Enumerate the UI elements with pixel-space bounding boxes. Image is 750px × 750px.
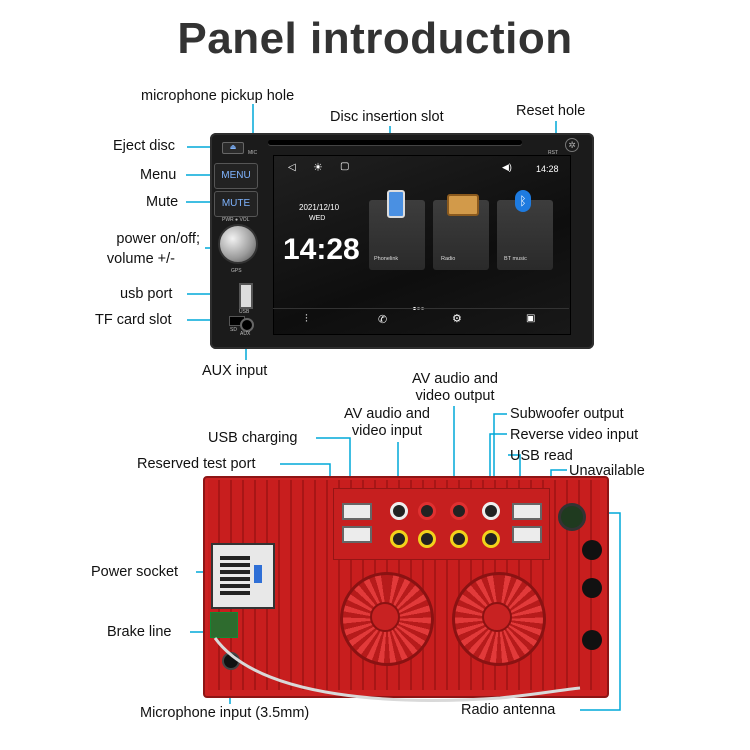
- eject-button[interactable]: ⏏: [222, 142, 244, 154]
- label-reserved-test-port: Reserved test port: [137, 456, 256, 472]
- connector-bay: [333, 488, 550, 560]
- brightness-icon[interactable]: ☀: [313, 162, 323, 174]
- label-reverse-video-input: Reverse video input: [510, 427, 639, 443]
- rear-knob-3: [582, 630, 602, 650]
- av-out-audio-jack[interactable]: [450, 502, 468, 520]
- label-power-socket: Power socket: [91, 564, 179, 580]
- label-eject-disc: Eject disc: [113, 138, 176, 154]
- rear-knob-1: [582, 540, 602, 560]
- gps-mark: GPS: [231, 268, 242, 274]
- label-aux-input: AUX input: [202, 363, 268, 379]
- av-in-video-jack-2[interactable]: [418, 530, 436, 548]
- fuse: [254, 565, 262, 583]
- home-icon[interactable]: ▢: [340, 161, 350, 172]
- pwr-vol-mark: PWR ● VOL: [222, 217, 250, 223]
- phone-dock-icon[interactable]: ✆: [378, 314, 388, 326]
- callout-subwoofer: [493, 413, 507, 500]
- label-power-line2: volume +/-: [106, 251, 175, 267]
- label-tf-card-slot: TF card slot: [95, 312, 172, 328]
- radio-antenna-socket[interactable]: [558, 503, 586, 531]
- aux-mark: AUX: [240, 331, 251, 337]
- usb-charging-socket[interactable]: [342, 503, 372, 520]
- status-time: 14:28: [536, 164, 559, 174]
- av-in-audio-left-jack[interactable]: [390, 502, 408, 520]
- reserved-test-socket[interactable]: [342, 526, 372, 543]
- rst-mark: RST: [548, 150, 558, 156]
- page-title: Panel introduction: [177, 14, 573, 63]
- rear-knob-2: [582, 578, 602, 598]
- label-disc-insertion-slot: Disc insertion slot: [330, 109, 444, 125]
- label-reset-hole: Reset hole: [516, 103, 586, 119]
- dock-divider: [273, 308, 569, 309]
- label-usb-read: USB read: [510, 448, 573, 464]
- app-label-phonelink: Phonelink: [374, 256, 399, 262]
- label-brake-line: Brake line: [107, 624, 172, 640]
- fan-hub-left: [370, 602, 400, 632]
- label-menu: Menu: [140, 167, 177, 183]
- brake-line-connector[interactable]: [210, 612, 238, 638]
- label-unavailable: Unavailable: [569, 463, 645, 479]
- date-text: 2021/12/10: [299, 203, 340, 212]
- bluetooth-icon: ᛒ: [515, 190, 531, 212]
- disc-slot[interactable]: [268, 140, 522, 145]
- label-microphone-pickup-hole: microphone pickup hole: [141, 88, 295, 104]
- label-usb-port: usb port: [120, 286, 173, 302]
- av-out-video-jack[interactable]: [450, 530, 468, 548]
- aux-jack[interactable]: [240, 318, 254, 332]
- label-av-in-line1: AV audio and: [344, 406, 430, 422]
- fan-hub-right: [482, 602, 512, 632]
- usb-read-socket[interactable]: [512, 503, 542, 520]
- label-microphone-input: Microphone input (3.5mm): [140, 705, 310, 721]
- sd-mark: SD: [230, 327, 237, 333]
- menu-button[interactable]: MENU: [214, 163, 258, 189]
- volume-icon[interactable]: ◀): [502, 162, 512, 172]
- label-radio-antenna: Radio antenna: [461, 702, 556, 718]
- power-volume-knob[interactable]: [218, 224, 258, 264]
- label-av-in-line2: video input: [351, 423, 423, 439]
- back-icon[interactable]: ◁: [288, 162, 296, 173]
- equalizer-icon[interactable]: ⫶: [305, 313, 308, 325]
- weekday-text: WED: [309, 215, 326, 222]
- phone-icon: [387, 190, 405, 218]
- label-mute: Mute: [146, 194, 179, 210]
- label-subwoofer-output: Subwoofer output: [510, 406, 624, 422]
- unavailable-usb-socket[interactable]: [512, 526, 542, 543]
- reverse-video-jack[interactable]: [482, 530, 500, 548]
- usb-port[interactable]: [239, 283, 253, 309]
- app-label-bt-music: BT music: [504, 256, 527, 262]
- clock-text: 14:28: [283, 233, 360, 266]
- power-socket-pins: [220, 553, 250, 595]
- app-label-radio: Radio: [441, 256, 456, 262]
- gallery-icon[interactable]: ▣: [526, 313, 536, 324]
- av-in-audio-right-jack[interactable]: [418, 502, 436, 520]
- mic-mark: MIC: [248, 150, 258, 156]
- usb-mark: USB: [239, 309, 250, 315]
- av-in-video-jack[interactable]: [390, 530, 408, 548]
- gear-icon: ✲: [565, 138, 579, 152]
- label-av-out-line2: video output: [415, 388, 495, 404]
- label-power-line1: power on/off;: [116, 231, 200, 247]
- label-av-out-line1: AV audio and: [412, 371, 498, 387]
- settings-icon[interactable]: ⚙: [452, 313, 462, 325]
- subwoofer-jack[interactable]: [482, 502, 500, 520]
- label-usb-charging: USB charging: [208, 430, 298, 446]
- mute-button[interactable]: MUTE: [214, 191, 258, 217]
- radio-icon: [447, 194, 479, 216]
